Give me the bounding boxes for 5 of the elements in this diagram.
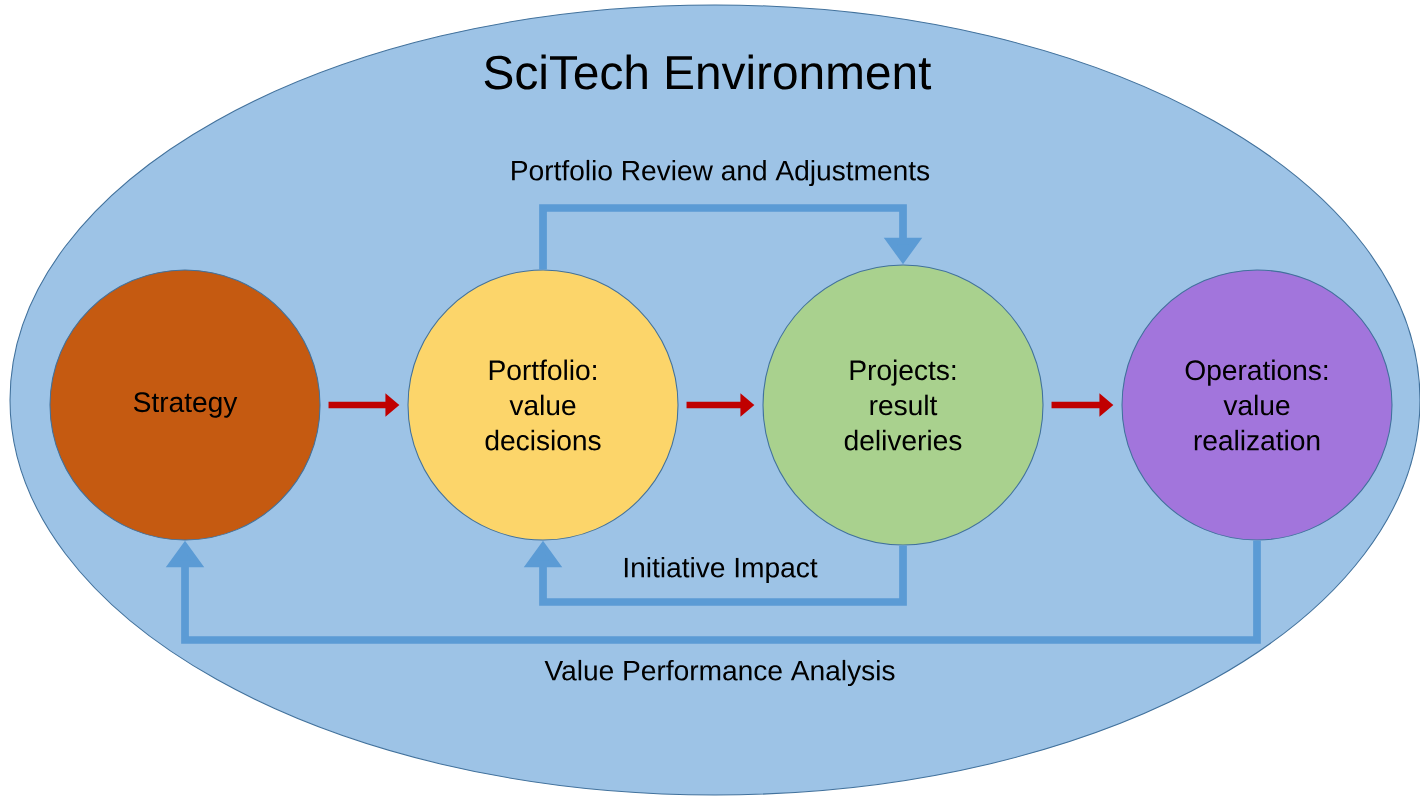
title: SciTech Environment bbox=[484, 54, 932, 90]
edge-label: Initiative Impact bbox=[624, 556, 818, 584]
feedback-arrow bbox=[539, 204, 923, 270]
edge-label: Value Performance Analysis bbox=[544, 659, 895, 687]
edge-label: Portfolio Review and Adjustments bbox=[512, 159, 930, 187]
